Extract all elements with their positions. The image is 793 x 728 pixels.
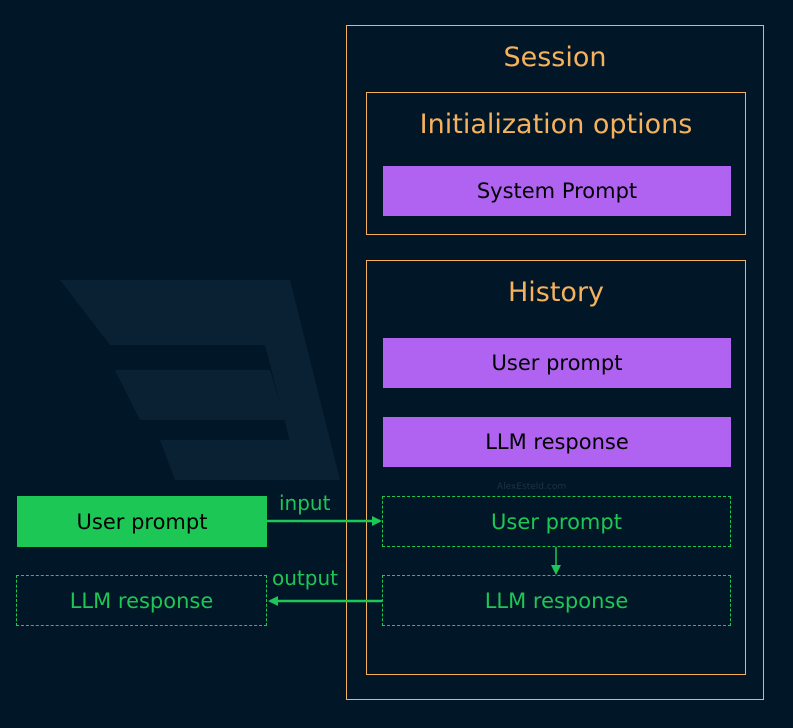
session-frame: Session bbox=[346, 25, 764, 700]
history-llm-response-block: LLM response bbox=[383, 417, 731, 467]
current-user-prompt-block: User prompt bbox=[382, 496, 731, 547]
initialization-options-frame: Initialization options bbox=[366, 92, 746, 235]
history-user-prompt-block: User prompt bbox=[383, 338, 731, 388]
session-title: Session bbox=[503, 42, 607, 73]
history-title: History bbox=[507, 277, 605, 308]
system-prompt-block: System Prompt bbox=[383, 166, 731, 216]
history-frame: History bbox=[366, 260, 746, 675]
current-llm-response-block: LLM response bbox=[382, 575, 731, 626]
initialization-options-title: Initialization options bbox=[419, 109, 693, 140]
external-llm-response-block: LLM response bbox=[16, 575, 267, 626]
input-edge-label: input bbox=[279, 491, 331, 515]
external-user-prompt-block: User prompt bbox=[17, 496, 267, 547]
output-edge-label: output bbox=[272, 566, 338, 590]
watermark-text: AlexEsteld.com bbox=[497, 482, 567, 492]
